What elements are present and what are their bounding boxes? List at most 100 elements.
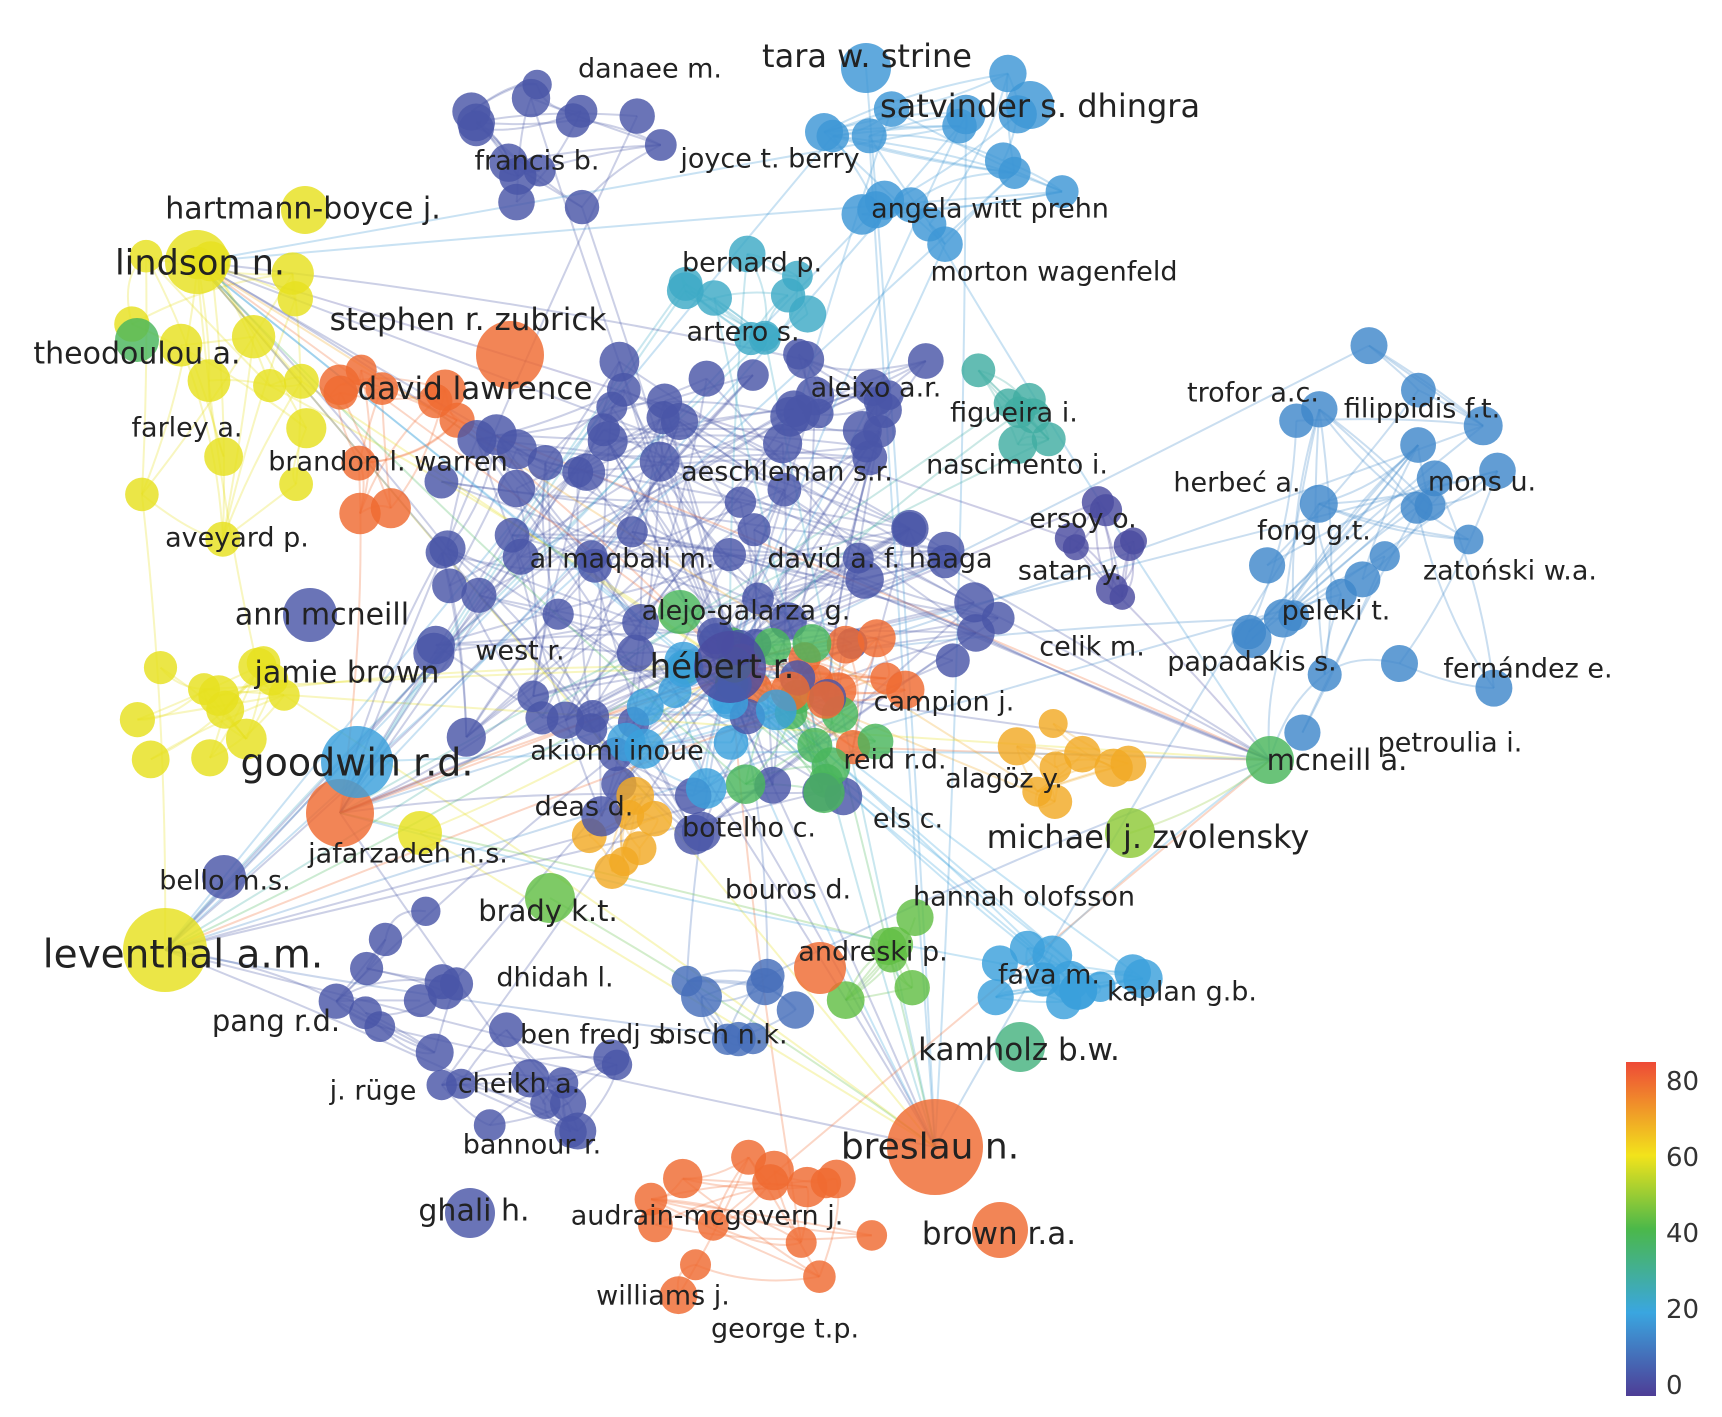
author-node[interactable] xyxy=(616,776,655,815)
author-node[interactable] xyxy=(728,235,766,273)
author-node[interactable] xyxy=(446,717,486,757)
author-node[interactable] xyxy=(713,725,749,760)
author-label[interactable]: deas d. xyxy=(535,791,634,822)
author-label[interactable]: jafarzadeh n.s. xyxy=(307,838,508,869)
author-node[interactable] xyxy=(594,853,630,890)
author-label[interactable]: andreski p. xyxy=(798,936,947,967)
author-node[interactable] xyxy=(972,1202,1028,1258)
author-node[interactable] xyxy=(854,369,891,406)
author-node[interactable] xyxy=(576,700,610,733)
author-label[interactable]: aveyard p. xyxy=(165,522,309,553)
author-node[interactable] xyxy=(894,970,930,1006)
author-node[interactable] xyxy=(1301,391,1338,428)
author-node[interactable] xyxy=(1381,645,1418,682)
author-node[interactable] xyxy=(159,323,203,367)
author-node[interactable] xyxy=(1263,599,1303,638)
author-node[interactable] xyxy=(542,598,574,630)
author-label[interactable]: farley a. xyxy=(132,412,243,443)
author-node[interactable] xyxy=(427,973,464,1010)
author-node[interactable] xyxy=(737,359,769,391)
author-node[interactable] xyxy=(842,411,882,450)
author-node[interactable] xyxy=(688,360,725,397)
author-node[interactable] xyxy=(599,341,640,382)
author-label[interactable]: theodoulou a. xyxy=(33,337,240,372)
author-node[interactable] xyxy=(680,1249,711,1281)
author-node[interactable] xyxy=(1369,541,1400,572)
author-node[interactable] xyxy=(891,509,929,548)
author-node[interactable] xyxy=(202,855,246,899)
author-label[interactable]: satvinder s. dhingra xyxy=(880,87,1200,125)
author-label[interactable]: celik m. xyxy=(1039,631,1145,662)
author-label[interactable]: aeschleman s.r. xyxy=(681,456,893,487)
author-node[interactable] xyxy=(546,701,585,739)
author-label[interactable]: figueira i. xyxy=(950,397,1078,428)
author-node[interactable] xyxy=(851,118,887,154)
author-node[interactable] xyxy=(1064,735,1101,773)
author-node[interactable] xyxy=(984,142,1022,179)
author-label[interactable]: david lawrence xyxy=(357,371,592,407)
author-node[interactable] xyxy=(742,582,774,615)
author-node[interactable] xyxy=(845,560,884,599)
author-node[interactable] xyxy=(1038,709,1068,738)
author-label[interactable]: alagöz y. xyxy=(945,763,1063,794)
author-node[interactable] xyxy=(734,321,768,356)
author-node[interactable] xyxy=(961,353,996,388)
author-node[interactable] xyxy=(873,91,910,127)
author-label[interactable]: pang r.d. xyxy=(212,1004,340,1038)
author-label[interactable]: ersoy o. xyxy=(1029,503,1137,534)
author-label[interactable]: joyce t. berry xyxy=(679,143,859,174)
author-label[interactable]: fernández e. xyxy=(1443,653,1612,684)
author-node[interactable] xyxy=(658,590,702,634)
author-label[interactable]: j. rüge xyxy=(329,1075,417,1106)
author-label[interactable]: zatoński w.a. xyxy=(1423,555,1597,586)
author-node[interactable] xyxy=(429,530,466,567)
author-node[interactable] xyxy=(792,624,832,663)
author-node[interactable] xyxy=(1105,808,1155,858)
author-node[interactable] xyxy=(1344,561,1381,598)
author-label[interactable]: bello m.s. xyxy=(159,865,290,896)
author-node[interactable] xyxy=(350,951,384,986)
author-label[interactable]: bernard p. xyxy=(682,247,822,278)
author-label[interactable]: bouros d. xyxy=(725,874,851,905)
author-label[interactable]: cheikh a. xyxy=(458,1068,581,1099)
author-node[interactable] xyxy=(502,538,539,575)
author-node[interactable] xyxy=(857,723,894,760)
author-node[interactable] xyxy=(1249,547,1286,584)
author-label[interactable]: michael j. zvolensky xyxy=(987,818,1310,856)
author-label[interactable]: artero s. xyxy=(686,316,799,347)
author-node[interactable] xyxy=(776,991,815,1029)
author-label[interactable]: trofor a.c. xyxy=(1187,377,1319,408)
author-label[interactable]: nascimento i. xyxy=(926,449,1108,480)
author-node[interactable] xyxy=(1401,372,1436,408)
author-node[interactable] xyxy=(238,647,277,687)
author-label[interactable]: reid r.d. xyxy=(843,744,946,775)
author-node[interactable] xyxy=(1463,406,1503,446)
author-label[interactable]: al maqbali m. xyxy=(530,543,715,574)
author-node[interactable] xyxy=(639,441,680,482)
author-node[interactable] xyxy=(445,1188,495,1238)
author-node[interactable] xyxy=(634,1182,668,1216)
author-node[interactable] xyxy=(616,634,655,672)
author-label[interactable]: ben fredj s. xyxy=(520,1019,672,1050)
author-label[interactable]: brown r.a. xyxy=(922,1216,1076,1252)
author-node[interactable] xyxy=(125,477,159,512)
author-node[interactable] xyxy=(606,372,641,407)
author-node[interactable] xyxy=(805,113,843,151)
author-node[interactable] xyxy=(712,538,747,572)
author-label[interactable]: lindson n. xyxy=(115,243,285,283)
author-node[interactable] xyxy=(981,945,1018,982)
author-node[interactable] xyxy=(886,670,925,709)
author-node[interactable] xyxy=(473,1109,506,1142)
author-label[interactable]: campion j. xyxy=(874,686,1015,717)
author-node[interactable] xyxy=(1123,959,1163,999)
author-label[interactable]: filippidis f.t. xyxy=(1344,393,1500,424)
author-node[interactable] xyxy=(527,445,564,481)
author-node[interactable] xyxy=(339,492,381,535)
author-node[interactable] xyxy=(946,94,986,135)
author-node[interactable] xyxy=(887,1099,983,1195)
author-node[interactable] xyxy=(511,78,551,118)
author-node[interactable] xyxy=(957,614,995,652)
author-node[interactable] xyxy=(432,568,467,604)
author-node[interactable] xyxy=(806,681,845,719)
author-node[interactable] xyxy=(659,1276,698,1315)
